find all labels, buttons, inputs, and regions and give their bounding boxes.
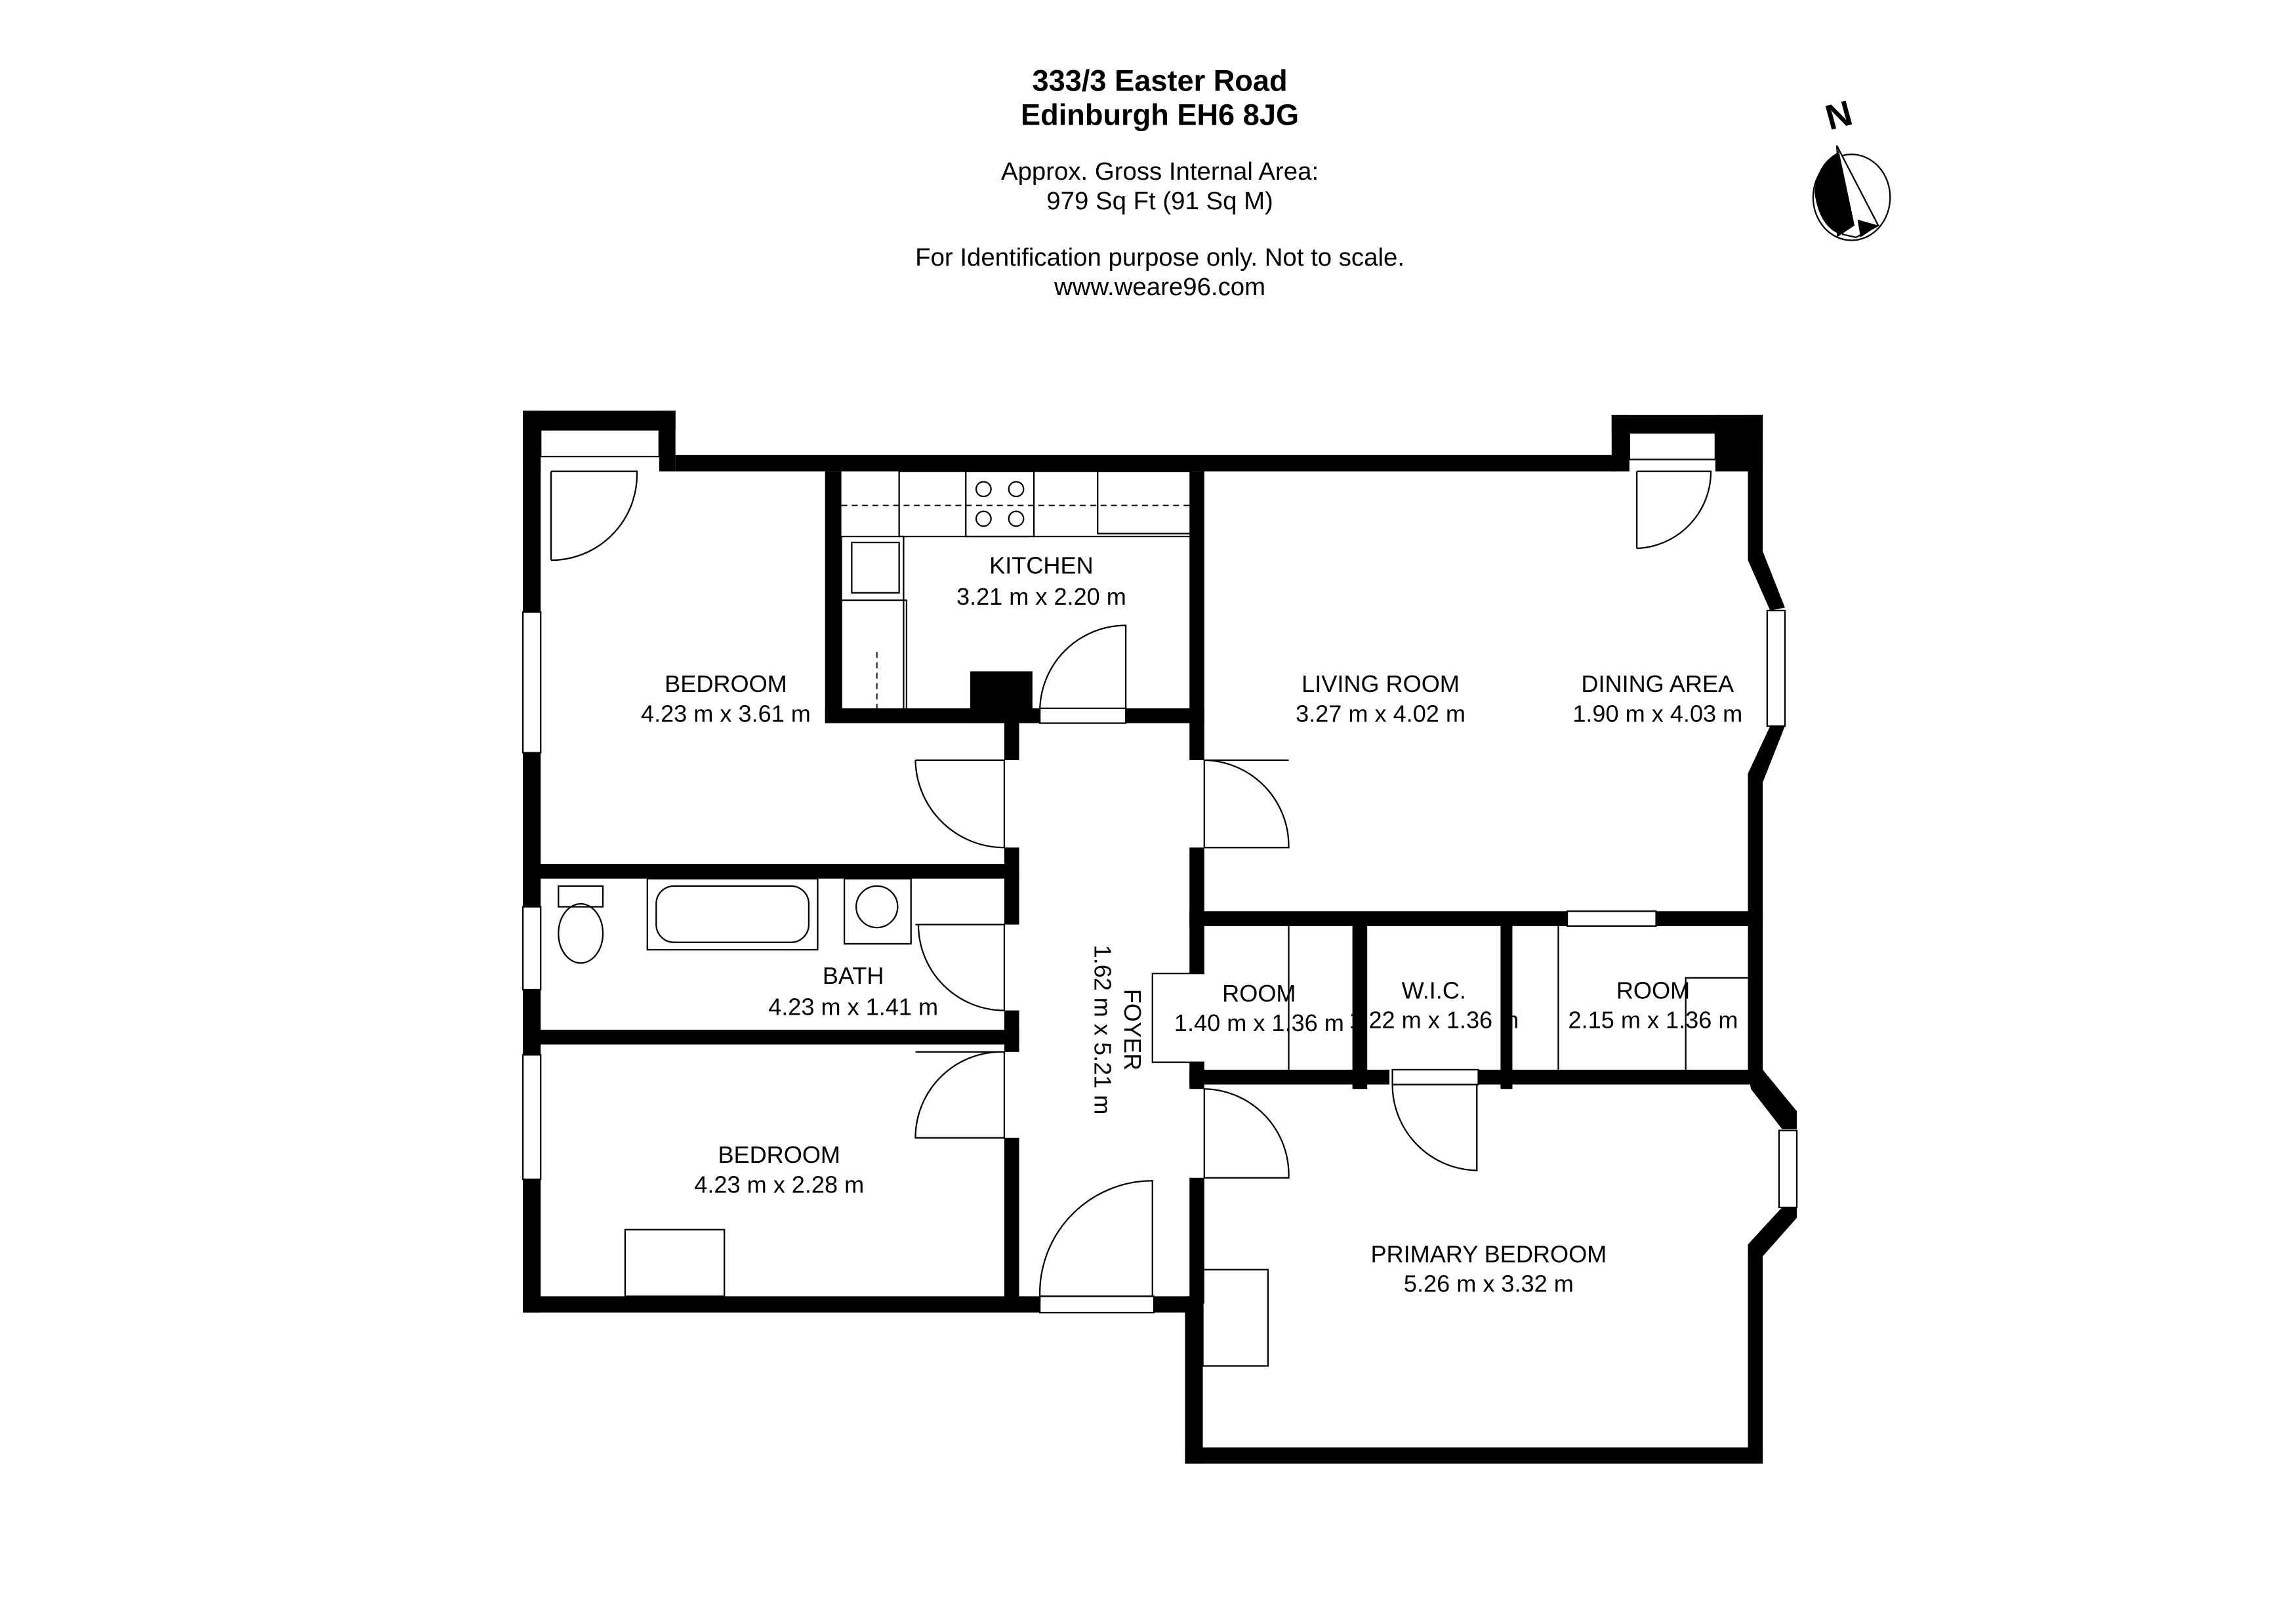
room-name: ROOM bbox=[1616, 977, 1690, 1004]
doors bbox=[550, 470, 1712, 1314]
website: www.weare96.com bbox=[1054, 273, 1265, 301]
compass-label: N bbox=[1821, 93, 1856, 138]
room-name: DINING AREA bbox=[1581, 670, 1734, 697]
toilet-icon bbox=[558, 885, 604, 908]
kitchen-sink-icon bbox=[851, 541, 900, 594]
room-name: BEDROOM bbox=[665, 670, 787, 697]
address-line-2: Edinburgh EH6 8JG bbox=[1021, 98, 1299, 131]
room-dims: 1.62 m x 5.21 m bbox=[1090, 944, 1117, 1114]
north-arrow-icon: N bbox=[1812, 93, 1891, 241]
room-name: FOYER bbox=[1119, 989, 1146, 1070]
room-labels: BEDROOM 4.23 m x 3.61 m KITCHEN 3.21 m x… bbox=[641, 552, 1742, 1297]
hob-icon bbox=[965, 470, 1035, 538]
fixtures bbox=[558, 470, 1748, 1367]
room-name: PRIMARY BEDROOM bbox=[1370, 1240, 1607, 1267]
area-value: 979 Sq Ft (91 Sq M) bbox=[1046, 187, 1273, 215]
room-dims: 4.23 m x 1.41 m bbox=[768, 993, 938, 1020]
bathtub-icon bbox=[646, 878, 819, 951]
walls bbox=[523, 411, 1797, 1464]
room-name: ROOM bbox=[1222, 980, 1296, 1007]
area-label: Approx. Gross Internal Area: bbox=[1001, 157, 1319, 186]
room-dims: 2.15 m x 1.36 m bbox=[1568, 1007, 1738, 1034]
room-dims: 3.21 m x 2.20 m bbox=[956, 583, 1126, 610]
room-name: BEDROOM bbox=[718, 1141, 840, 1168]
room-name: KITCHEN bbox=[989, 552, 1094, 579]
windows bbox=[522, 429, 1798, 1209]
room-dims: 4.23 m x 3.61 m bbox=[641, 700, 811, 727]
room-dims: 1.90 m x 4.03 m bbox=[1572, 700, 1742, 727]
address-line-1: 333/3 Easter Road bbox=[1033, 64, 1288, 97]
header: 333/3 Easter Road Edinburgh EH6 8JG Appr… bbox=[915, 64, 1404, 301]
room-dims: 3.27 m x 4.02 m bbox=[1296, 700, 1466, 727]
room-dims: 4.23 m x 2.28 m bbox=[694, 1171, 864, 1198]
room-dims: 5.26 m x 3.32 m bbox=[1404, 1270, 1574, 1297]
room-dims: 1.22 m x 1.36 m bbox=[1349, 1007, 1519, 1034]
room-dims: 1.40 m x 1.36 m bbox=[1174, 1009, 1344, 1036]
basin-icon bbox=[843, 878, 912, 945]
room-name: W.I.C. bbox=[1402, 977, 1466, 1004]
room-name: LIVING ROOM bbox=[1302, 670, 1460, 697]
disclaimer: For Identification purpose only. Not to … bbox=[915, 243, 1404, 272]
room-name: BATH bbox=[823, 962, 884, 989]
